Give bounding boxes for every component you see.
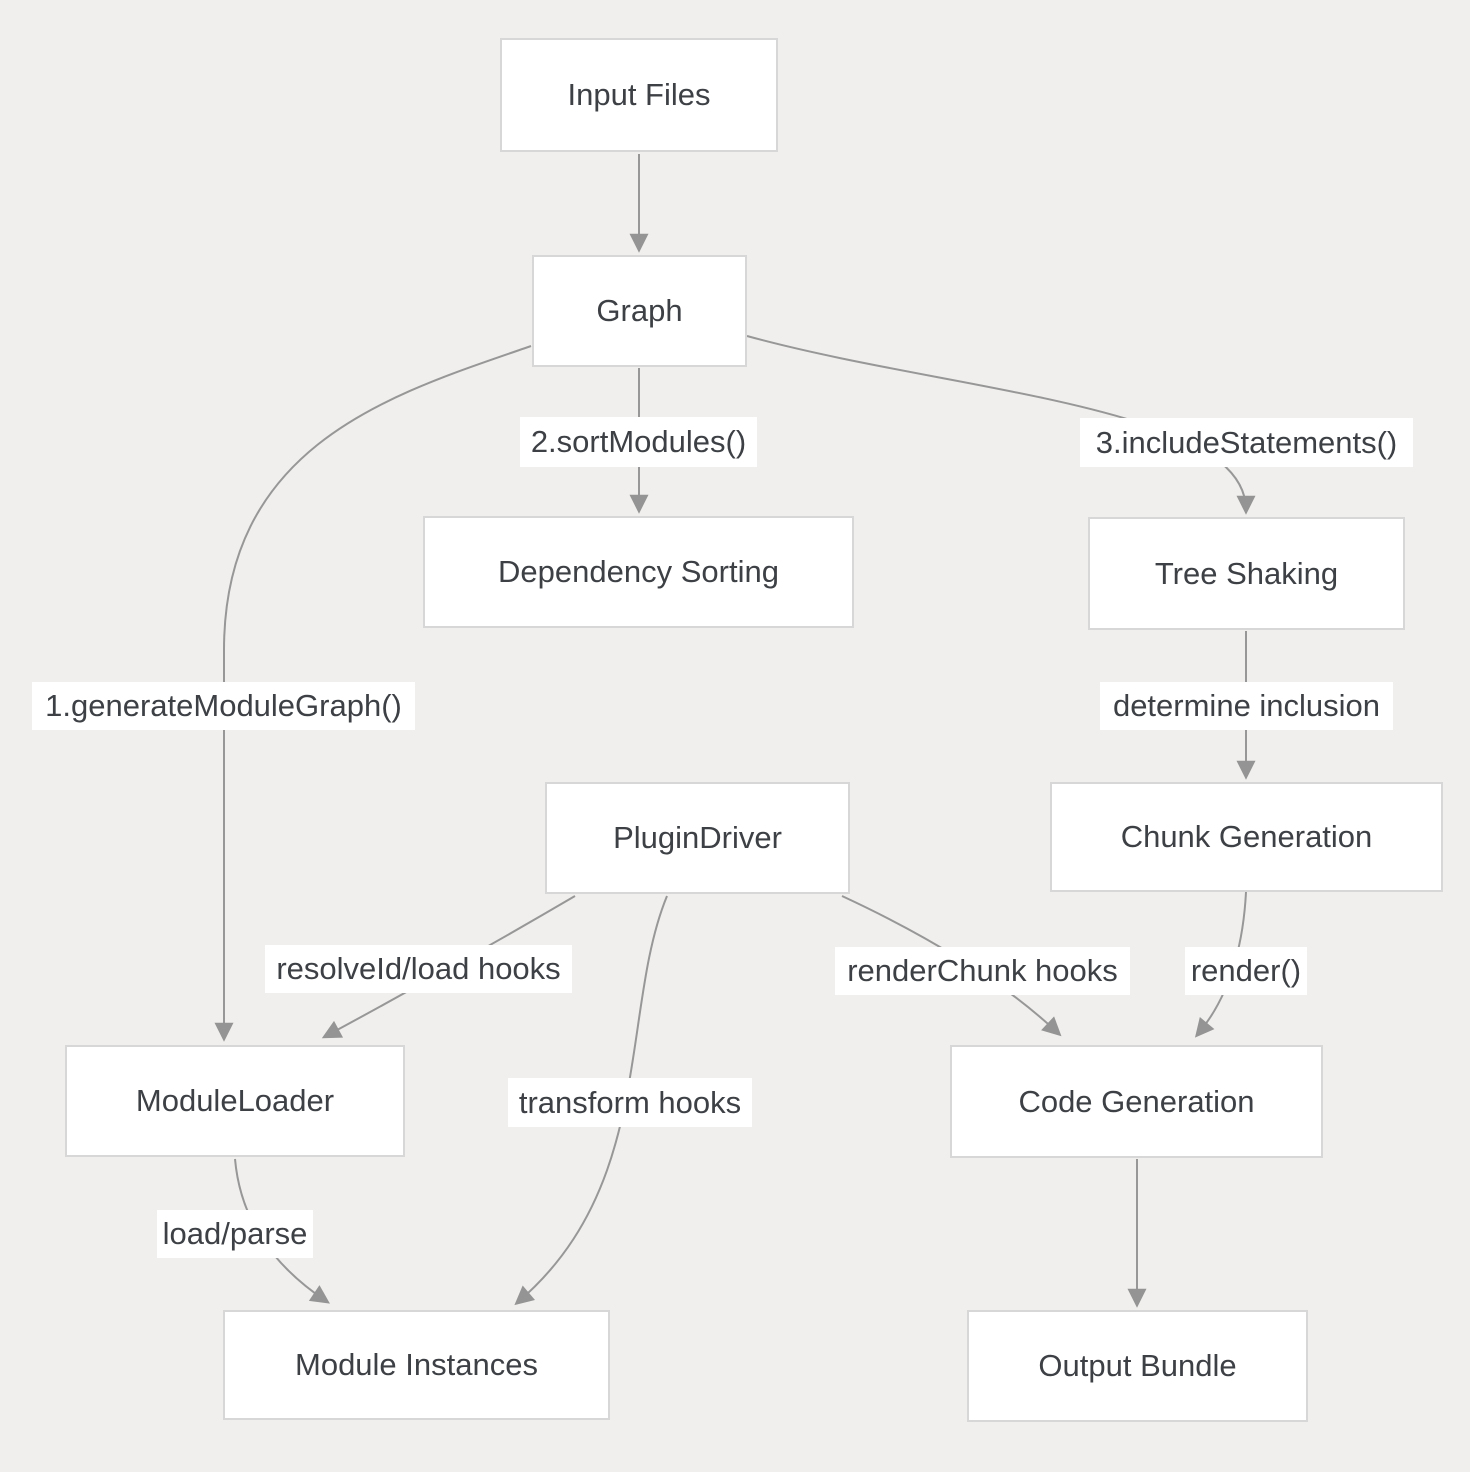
edge-graph-to-module-loader — [214, 345, 532, 1042]
edge-label-render-chunk-hooks: renderChunk hooks — [835, 947, 1130, 995]
edge-label-render: render() — [1185, 947, 1307, 995]
node-output-bundle: Output Bundle — [967, 1310, 1308, 1422]
edge-label-generate-module-graph: 1.generateModuleGraph() — [32, 682, 415, 730]
node-graph: Graph — [532, 255, 747, 367]
edge-label-transform-hooks: transform hooks — [508, 1078, 752, 1127]
edge-label-sort-modules: 2.sortModules() — [520, 417, 757, 467]
edge-label-load-parse: load/parse — [157, 1210, 313, 1258]
node-input-files: Input Files — [500, 38, 778, 152]
edge-label-include-statements: 3.includeStatements() — [1080, 418, 1413, 467]
node-module-loader: ModuleLoader — [65, 1045, 405, 1157]
edge-graph-to-tree-shaking — [746, 335, 1256, 515]
node-module-instances: Module Instances — [223, 1310, 610, 1420]
edge-label-resolveid-load-hooks: resolveId/load hooks — [265, 945, 572, 993]
node-dependency-sorting: Dependency Sorting — [423, 516, 854, 628]
node-plugin-driver: PluginDriver — [545, 782, 850, 894]
node-tree-shaking: Tree Shaking — [1088, 517, 1405, 630]
node-code-generation: Code Generation — [950, 1045, 1323, 1158]
edge-label-determine-inclusion: determine inclusion — [1100, 682, 1393, 730]
node-chunk-generation: Chunk Generation — [1050, 782, 1443, 892]
